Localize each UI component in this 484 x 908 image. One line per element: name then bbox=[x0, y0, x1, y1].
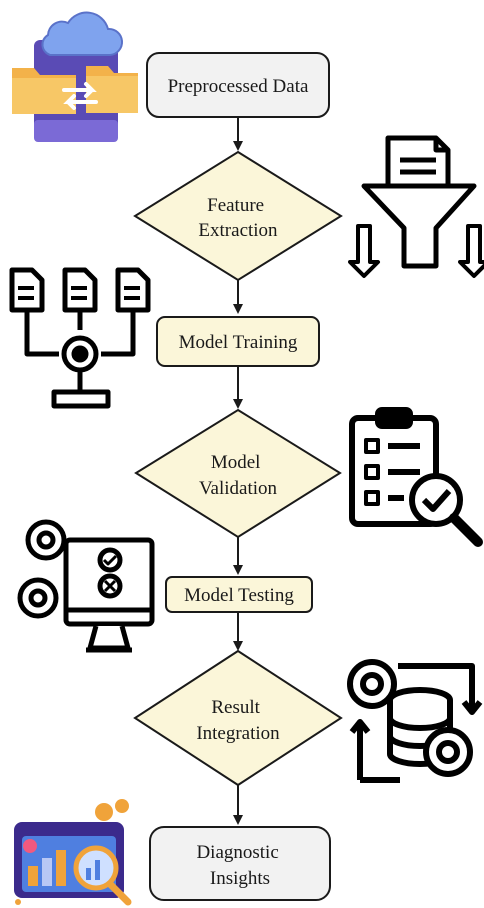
step-model-validation: Model Validation bbox=[134, 408, 342, 539]
step-result-integration: Result Integration bbox=[133, 649, 343, 787]
database-gears-sync-icon bbox=[347, 659, 483, 783]
decision-diamond bbox=[133, 150, 343, 282]
step-box bbox=[149, 826, 331, 901]
step-label: Model Testing bbox=[184, 585, 294, 606]
step-model-training: Model Training bbox=[156, 316, 320, 367]
folder-transfer-cloud-icon bbox=[12, 11, 138, 142]
step-label: Diagnostic Insights bbox=[196, 842, 283, 889]
step-model-testing: Model Testing bbox=[165, 576, 313, 613]
step-diagnostic-insights: Diagnostic Insights bbox=[149, 826, 331, 901]
documents-to-gear-icon bbox=[9, 267, 151, 409]
step-box bbox=[146, 52, 330, 118]
step-label: Model Validation bbox=[199, 452, 278, 499]
step-feature-extraction: Feature Extraction bbox=[133, 150, 343, 282]
decision-diamond bbox=[133, 649, 343, 787]
clipboard-checklist-magnifier-icon bbox=[349, 407, 483, 547]
decision-diamond bbox=[134, 408, 342, 539]
step-label: Preprocessed Data bbox=[168, 76, 309, 97]
funnel-filter-icon bbox=[348, 135, 484, 278]
step-preprocessed-data: Preprocessed Data bbox=[146, 52, 330, 118]
step-label: Result Integration bbox=[196, 697, 280, 744]
step-label: Feature Extraction bbox=[198, 195, 278, 241]
step-box bbox=[156, 316, 320, 367]
analytics-dashboard-magnifier-icon bbox=[14, 799, 132, 906]
monitor-gears-check-icon bbox=[17, 519, 155, 653]
step-label: Model Training bbox=[179, 332, 298, 353]
step-box bbox=[165, 576, 313, 613]
